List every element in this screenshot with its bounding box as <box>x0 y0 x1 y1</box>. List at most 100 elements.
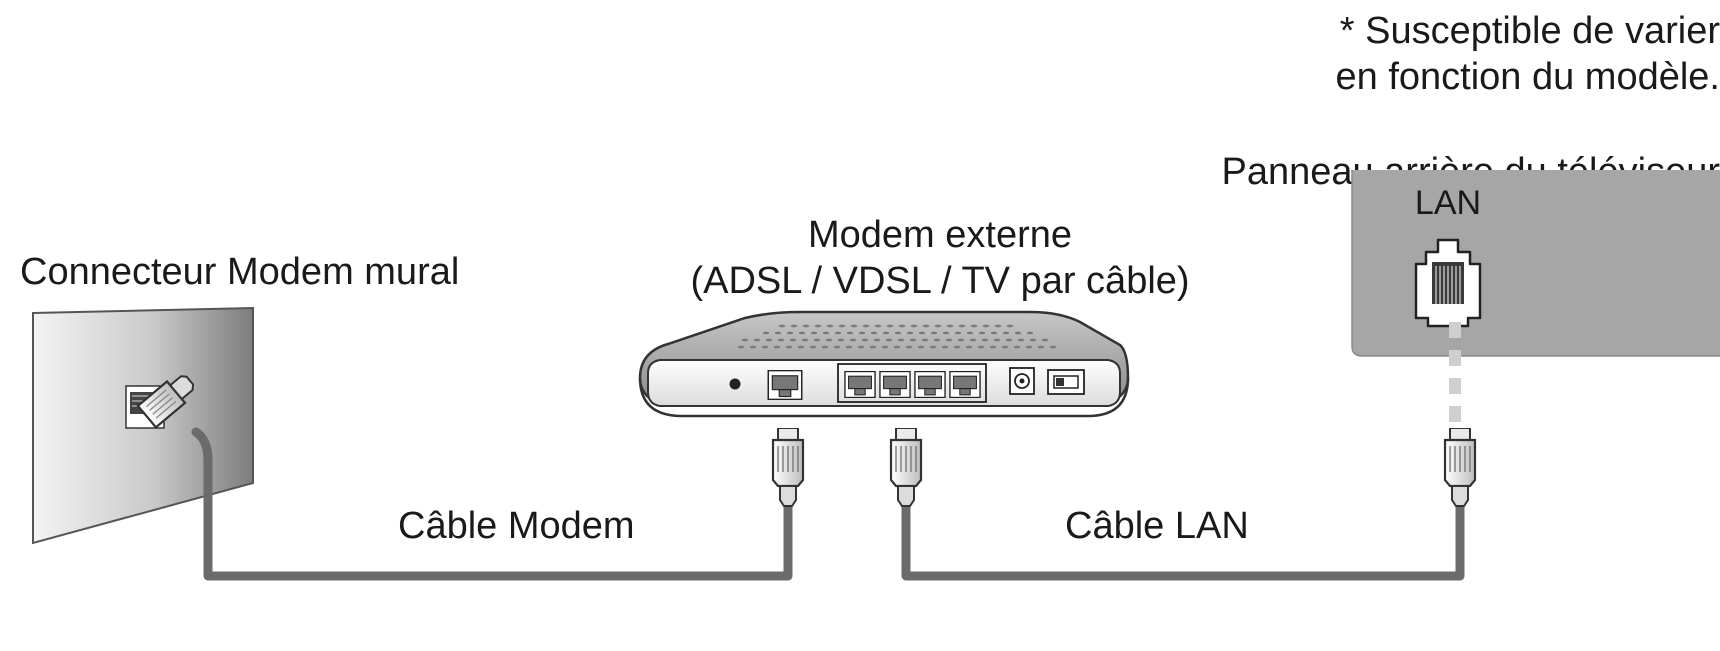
vent-slot <box>798 331 806 335</box>
vent-slot <box>1029 338 1037 342</box>
vent-slot <box>946 324 954 328</box>
vent-slot <box>737 345 745 349</box>
vent-slot <box>1013 345 1021 349</box>
vent-slot <box>1026 331 1034 335</box>
vent-slot <box>1014 331 1022 335</box>
vent-slot <box>953 345 961 349</box>
vent-slot <box>981 338 989 342</box>
vent-slot <box>862 324 870 328</box>
vent-slot <box>922 324 930 328</box>
vent-slot <box>958 324 966 328</box>
vent-slot <box>778 324 786 328</box>
vent-slot <box>849 338 857 342</box>
vent-slot <box>846 331 854 335</box>
vent-slot <box>765 338 773 342</box>
vent-slot <box>753 338 761 342</box>
modem-title-line-2: (ADSL / VDSL / TV par câble) <box>690 260 1190 302</box>
wall-plug <box>136 375 195 429</box>
external-modem-label: Modem externe (ADSL / VDSL / TV par câbl… <box>660 212 1220 304</box>
vent-slot <box>857 345 865 349</box>
vent-slot <box>933 338 941 342</box>
modem-lan-port-4 <box>949 371 981 398</box>
vent-slot <box>825 338 833 342</box>
vent-slot <box>777 338 785 342</box>
lan-cable-plug-tv-side <box>1443 428 1477 508</box>
vent-slot <box>845 345 853 349</box>
vent-slot <box>906 331 914 335</box>
vent-slot <box>945 338 953 342</box>
vent-slot <box>1025 345 1033 349</box>
note-line-2: en fonction du modèle. <box>1335 56 1720 98</box>
lan-cable-label: Câble LAN <box>1065 505 1249 547</box>
vent-slot <box>918 331 926 335</box>
vent-slot <box>978 331 986 335</box>
modem-power-switch <box>1047 369 1085 395</box>
vent-slot <box>873 338 881 342</box>
vent-slot <box>930 331 938 335</box>
vent-slot <box>894 331 902 335</box>
modem-wan-port <box>767 370 803 400</box>
vent-slot <box>1037 345 1045 349</box>
lan-cable-plug-modem-side <box>889 428 923 508</box>
modem-vent-grille <box>737 324 1057 349</box>
vent-slot <box>809 345 817 349</box>
vent-slot <box>969 338 977 342</box>
vent-slot <box>882 331 890 335</box>
modem-lan-port-2 <box>879 371 911 398</box>
vent-slot <box>965 345 973 349</box>
vent-slot <box>874 324 882 328</box>
vent-slot <box>1005 338 1013 342</box>
vent-slot <box>905 345 913 349</box>
vent-slot <box>1002 331 1010 335</box>
vent-slot <box>989 345 997 349</box>
vent-slot <box>850 324 858 328</box>
tv-lan-port-label: LAN <box>1415 184 1481 222</box>
vent-slot <box>858 331 866 335</box>
vent-slot <box>934 324 942 328</box>
vent-slot <box>870 331 878 335</box>
vent-slot <box>966 331 974 335</box>
vent-slot <box>826 324 834 328</box>
vent-slot <box>942 331 950 335</box>
modem-cable <box>191 427 793 581</box>
vent-slot <box>834 331 842 335</box>
vent-slot <box>749 345 757 349</box>
vent-slot <box>897 338 905 342</box>
vent-slot <box>982 324 990 328</box>
vent-slot <box>1041 338 1049 342</box>
vent-slot <box>990 331 998 335</box>
vent-slot <box>789 338 797 342</box>
modem-lan-port-3 <box>914 371 946 398</box>
modem-cable-label: Câble Modem <box>398 505 635 547</box>
wall-panel <box>32 306 254 545</box>
vent-slot <box>810 331 818 335</box>
vent-slot <box>885 338 893 342</box>
vent-slot <box>786 331 794 335</box>
vent-slot <box>822 331 830 335</box>
modem-reset-hole <box>729 378 741 390</box>
modem-power-jack <box>1009 367 1035 395</box>
vent-slot <box>954 331 962 335</box>
vent-slot <box>893 345 901 349</box>
vent-slot <box>833 345 841 349</box>
vent-slot <box>1049 345 1057 349</box>
vent-slot <box>802 324 810 328</box>
lan-cable <box>901 480 1465 581</box>
vent-slot <box>898 324 906 328</box>
vent-slot <box>838 324 846 328</box>
vent-slot <box>1001 345 1009 349</box>
vent-slot <box>785 345 793 349</box>
vent-slot <box>741 338 749 342</box>
vent-slot <box>801 338 809 342</box>
vent-slot <box>909 338 917 342</box>
vent-slot <box>774 331 782 335</box>
model-variation-note: * Susceptible de varier en fonction du m… <box>1336 8 1720 100</box>
vent-slot <box>917 345 925 349</box>
vent-slot <box>921 338 929 342</box>
vent-slot <box>797 345 805 349</box>
vent-slot <box>761 345 769 349</box>
modem-lan-port-1 <box>844 371 876 398</box>
vent-slot <box>869 345 877 349</box>
wall-modem-connector-label: Connecteur Modem mural <box>20 251 460 293</box>
